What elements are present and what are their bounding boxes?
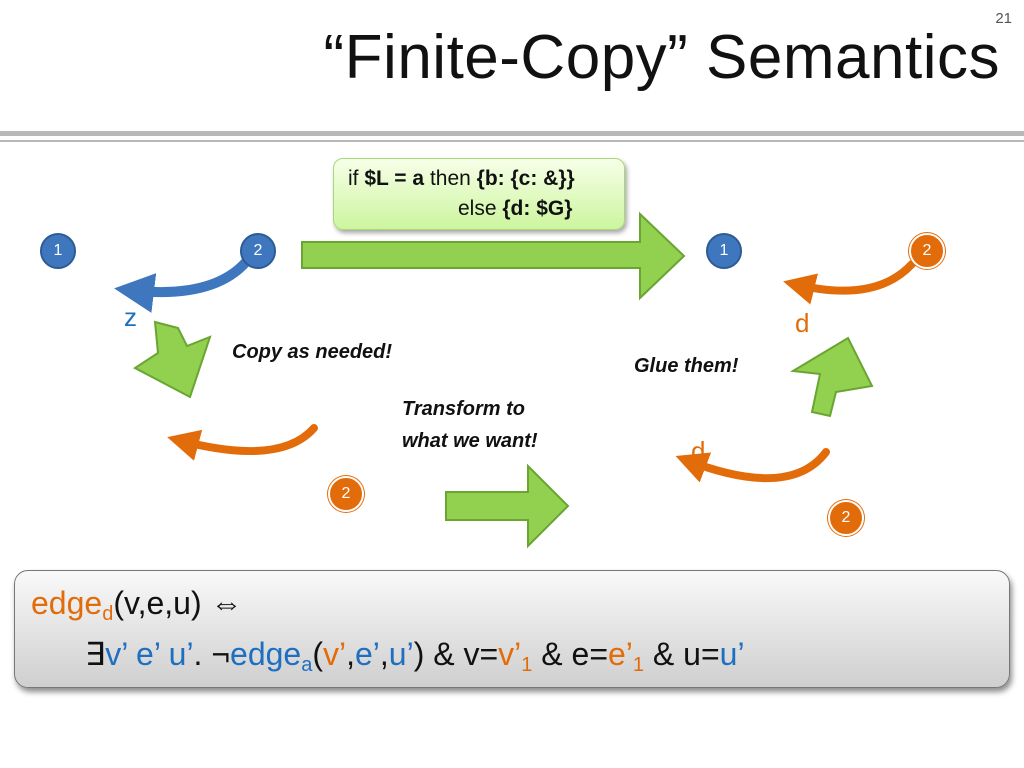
edge-label-d-middle: d (691, 436, 706, 466)
condition-box: if $L = a then {b: {c: &}} else {d: $G} (333, 158, 625, 230)
formula-line-1: edged(v,e,u) ⇔ (31, 585, 243, 625)
title-rule-thick (0, 131, 1024, 136)
then-value: {b: {c: &}} (476, 167, 575, 190)
copy-arrow (133, 320, 212, 399)
exists-symbol: ∃ (85, 636, 106, 672)
title-rule-thin (0, 140, 1024, 142)
formula-edge-d: edged (31, 585, 114, 625)
node-right-2: 2 (909, 233, 945, 269)
formula-args: (v,e,u) ⇔ (113, 585, 243, 621)
edge-d-arrow-middle (675, 448, 830, 483)
note-transform: Transform to what we want! (402, 393, 538, 457)
transform-arrow-top (301, 211, 686, 301)
bound-vars: v’ e’ u’ (105, 636, 194, 672)
arg-v-prime: v’ (322, 636, 347, 672)
eq-e-prime: e’1 (608, 636, 645, 676)
formula-line-2: ∃v’ e’ u’. ¬edgea(v’,e’,u’) & v=v’1 & e=… (85, 636, 745, 676)
condition-line-else: else {d: $G} (458, 197, 572, 221)
node-right-1: 1 (706, 233, 742, 269)
dot-not: . ¬ (193, 636, 231, 672)
eq-v-prime: v’1 (498, 636, 533, 676)
edge-label-d-right: d (795, 308, 810, 338)
copied-edge-arrow (167, 424, 318, 461)
note-glue: Glue them! (634, 355, 739, 377)
node-middle-left-2: 2 (328, 476, 364, 512)
transform-arrow-middle (445, 463, 570, 549)
note-transform-line2: what we want! (402, 430, 538, 452)
note-copy: Copy as needed! (232, 341, 393, 363)
condition-line-if: if $L = a then {b: {c: &}} (348, 167, 575, 191)
node-left-2: 2 (240, 233, 276, 269)
edge-label-z: z (124, 302, 137, 332)
formula-edge-a: edgea (230, 636, 313, 676)
slide-number: 21 (995, 10, 1012, 27)
if-keyword: if (348, 167, 359, 190)
edge-z-arrow (114, 257, 251, 313)
node-middle-right-2: 2 (828, 500, 864, 536)
else-keyword: else (458, 197, 497, 220)
node-left-1: 1 (40, 233, 76, 269)
glue-arrow (789, 336, 874, 418)
arg-e-prime: e’ (354, 636, 380, 672)
slide-title: “Finite-Copy” Semantics (323, 23, 1000, 92)
note-transform-line1: Transform to (402, 398, 525, 420)
else-value: {d: $G} (502, 197, 573, 220)
edge-d-arrow-right (783, 260, 916, 305)
arg-u-prime: u’ (388, 636, 414, 672)
then-keyword: then (429, 167, 471, 190)
condition-test: $L = a (364, 167, 425, 190)
eq-u-prime: u’ (719, 636, 745, 672)
formula-box: edged(v,e,u) ⇔ ∃v’ e’ u’. ¬edgea(v’,e’,u… (14, 570, 1010, 688)
